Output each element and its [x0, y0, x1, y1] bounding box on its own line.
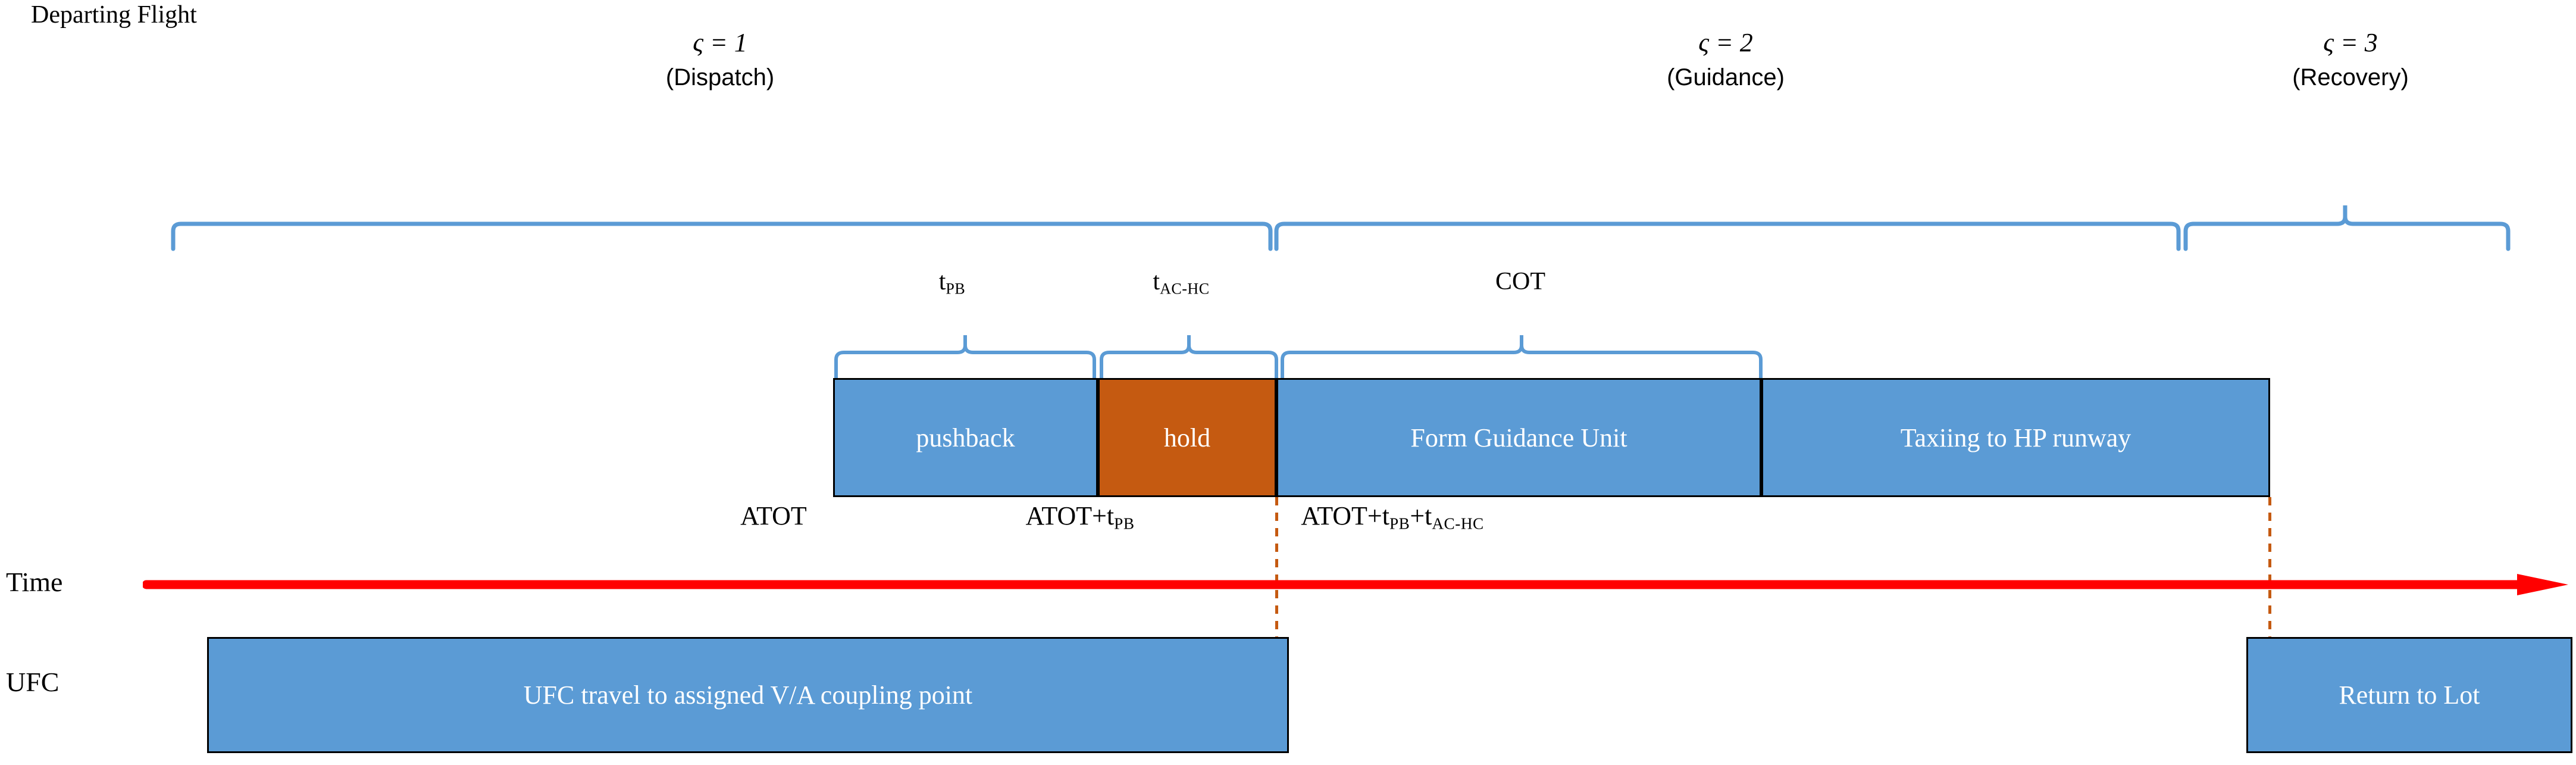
phase-1-symbol: ς = 1 [693, 28, 747, 57]
phase-2-name: (Guidance) [1667, 64, 1785, 90]
phase-1-name: (Dispatch) [665, 64, 775, 90]
activity-block-pushback[interactable]: pushback [833, 378, 1098, 497]
duration-label-cot: COT [1495, 268, 1545, 295]
atot-tpb-main: ATOT+t [1025, 501, 1115, 530]
duration-label-tachc: tAC-HC [1153, 269, 1209, 296]
activity-block-taxiing-to-hp-runway[interactable]: Taxiing to HP runway [1761, 378, 2270, 497]
phase-2-brace [1274, 221, 2181, 251]
time-mark-atot: ATOT [740, 501, 807, 530]
tpb-brace [834, 333, 1096, 380]
phase-1-brace [171, 221, 1273, 251]
tpb-main: t [938, 268, 946, 295]
dashed-connector-hold-end [1275, 497, 1278, 646]
axis-label-time: Time [6, 567, 63, 597]
atot-full-main2: +t [1410, 501, 1432, 530]
activity-block-form-guidance-unit[interactable]: Form Guidance Unit [1276, 378, 1761, 497]
tpb-subscript: PB [946, 280, 966, 298]
ufc-block-travel-to-coupling-point[interactable]: UFC travel to assigned V/A coupling poin… [207, 637, 1289, 753]
duration-label-tpb: tPB [939, 269, 966, 296]
tachc-brace [1100, 333, 1278, 380]
time-mark-atot-plus-tpb-plus-tachc: ATOT+tPB+tAC-HC [1301, 503, 1483, 532]
dashed-connector-taxi-end [2268, 497, 2271, 646]
time-mark-atot-plus-tpb: ATOT+tPB [1025, 503, 1134, 532]
atot-full-subscript2: AC-HC [1432, 514, 1484, 533]
tachc-subscript: AC-HC [1160, 280, 1210, 298]
activity-block-hold[interactable]: hold [1098, 378, 1276, 497]
phase-3-name: (Recovery) [2292, 64, 2409, 90]
cot-brace [1281, 333, 1763, 380]
time-arrow [143, 572, 2571, 598]
atot-full-subscript: PB [1389, 514, 1410, 533]
page-title: Departing Flight [31, 1, 197, 29]
phase-2-symbol: ς = 2 [1698, 28, 1753, 57]
phase-3-brace [2183, 204, 2511, 251]
ufc-block-return-to-lot[interactable]: Return to Lot [2246, 637, 2572, 753]
axis-label-ufc: UFC [6, 667, 60, 697]
atot-tpb-subscript: PB [1114, 514, 1135, 533]
tachc-main: t [1153, 268, 1160, 295]
atot-full-main: ATOT+t [1301, 501, 1389, 530]
phase-3-symbol: ς = 3 [2323, 28, 2378, 57]
